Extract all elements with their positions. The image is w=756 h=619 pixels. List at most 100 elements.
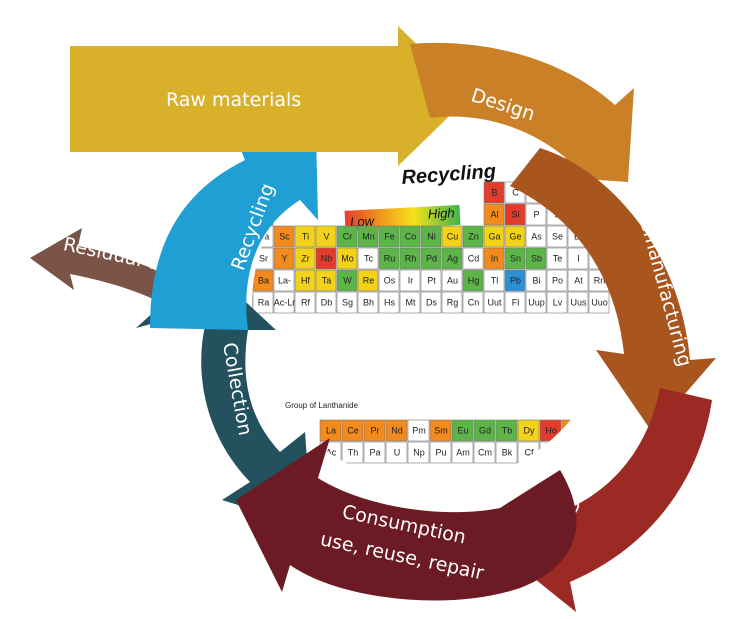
element-symbol: Db <box>321 297 333 307</box>
element-cell: Uut <box>483 291 505 314</box>
element-symbol: Ni <box>427 231 436 241</box>
element-cell: Ta <box>315 269 337 292</box>
element-cell-box <box>399 247 421 270</box>
element-cell-box <box>252 291 274 314</box>
element-cell-box <box>407 419 430 442</box>
element-cell: Am <box>451 441 474 464</box>
element-cell: Cu <box>441 225 463 248</box>
element-cell-box <box>336 291 358 314</box>
element-cell: P <box>525 203 547 226</box>
element-cell-box <box>399 225 421 248</box>
element-symbol: Ir <box>408 275 414 285</box>
element-symbol: V <box>323 231 329 241</box>
element-cell: Mn <box>357 225 379 248</box>
element-cell-box <box>357 269 379 292</box>
element-cell: Tc <box>357 247 379 270</box>
element-cell-box <box>451 419 474 442</box>
element-cell: Mt <box>399 291 421 314</box>
element-cell-box <box>341 441 364 464</box>
element-symbol: Ba <box>258 275 269 285</box>
element-cell: Pu <box>429 441 452 464</box>
element-symbol: Sr <box>259 253 268 263</box>
element-cell: Ge <box>504 225 526 248</box>
element-cell-box <box>483 203 505 226</box>
element-cell: Db <box>315 291 337 314</box>
element-cell-box <box>588 291 610 314</box>
element-symbol: Cn <box>468 297 480 307</box>
element-cell-box <box>385 441 408 464</box>
element-cell: Y <box>273 247 295 270</box>
element-cell: Os <box>378 269 400 292</box>
element-cell-box <box>525 269 547 292</box>
element-cell-box <box>561 419 584 442</box>
element-symbol: Au <box>447 275 458 285</box>
element-cell-box <box>546 291 568 314</box>
element-cell-box <box>525 203 547 226</box>
element-cell-box <box>336 269 358 292</box>
element-cell: Cm <box>473 441 496 464</box>
element-symbol: Ti <box>302 231 309 241</box>
element-cell-box <box>420 225 442 248</box>
element-symbol: Er <box>569 425 578 435</box>
element-cell-box <box>567 247 589 270</box>
element-symbol: Tl <box>491 275 499 285</box>
element-cell: Ni <box>420 225 442 248</box>
element-symbol: Ce <box>347 425 359 435</box>
element-cell: Tb <box>495 419 518 442</box>
element-symbol: Hs <box>384 297 395 307</box>
element-symbol: Pr <box>371 425 380 435</box>
element-cell-box <box>525 247 547 270</box>
element-cell: Ir <box>399 269 421 292</box>
element-symbol: Mt <box>406 297 416 307</box>
element-symbol: Sn <box>510 253 521 263</box>
element-symbol: Ac <box>326 447 337 457</box>
element-cell: Hg <box>462 269 484 292</box>
element-symbol: Uut <box>487 297 502 307</box>
element-symbol: Cr <box>343 231 353 241</box>
element-cell-box <box>407 441 430 464</box>
element-cell: Nb <box>315 247 337 270</box>
element-cell-box <box>429 441 452 464</box>
element-cell: W <box>336 269 358 292</box>
element-cell-box <box>273 247 295 270</box>
element-cell-box <box>462 225 484 248</box>
element-symbol: Np <box>413 447 425 457</box>
element-cell: Tl <box>483 269 505 292</box>
element-cell-box <box>483 269 505 292</box>
element-cell: Co <box>399 225 421 248</box>
element-cell: Ga <box>483 225 505 248</box>
element-cell: Mo <box>336 247 358 270</box>
element-cell-box <box>546 247 568 270</box>
element-cell: Se <box>546 225 568 248</box>
element-cell-box <box>483 225 505 248</box>
element-symbol: Th <box>348 447 359 457</box>
element-symbol: Bk <box>502 447 513 457</box>
element-symbol: Al <box>490 209 498 219</box>
element-cell-box <box>399 269 421 292</box>
element-symbol: P <box>533 209 539 219</box>
element-cell: Te <box>546 247 568 270</box>
element-symbol: La- <box>278 275 291 285</box>
element-symbol: Es <box>546 447 557 457</box>
element-cell: Fl <box>504 291 526 314</box>
element-cell: Sg <box>336 291 358 314</box>
element-cell-box <box>441 291 463 314</box>
design-arrow: Design <box>410 42 634 183</box>
element-symbol: Ta <box>322 275 332 285</box>
element-symbol: Cu <box>447 231 459 241</box>
element-cell-box <box>420 269 442 292</box>
element-cell-box <box>420 291 442 314</box>
element-cell-box <box>399 291 421 314</box>
element-cell: Fm <box>561 441 584 464</box>
element-cell: Ac-Lr <box>273 291 295 314</box>
element-cell: Au <box>441 269 463 292</box>
element-symbol: Nb <box>321 253 333 263</box>
element-cell-box <box>561 441 584 464</box>
element-symbol: Rg <box>447 297 459 307</box>
element-symbol: C <box>512 187 519 197</box>
element-symbol: Fe <box>384 231 395 241</box>
element-symbol: Dy <box>524 425 535 435</box>
element-symbol: Hg <box>468 275 480 285</box>
element-symbol: Cd <box>468 253 480 263</box>
element-symbol: Uuo <box>591 297 608 307</box>
